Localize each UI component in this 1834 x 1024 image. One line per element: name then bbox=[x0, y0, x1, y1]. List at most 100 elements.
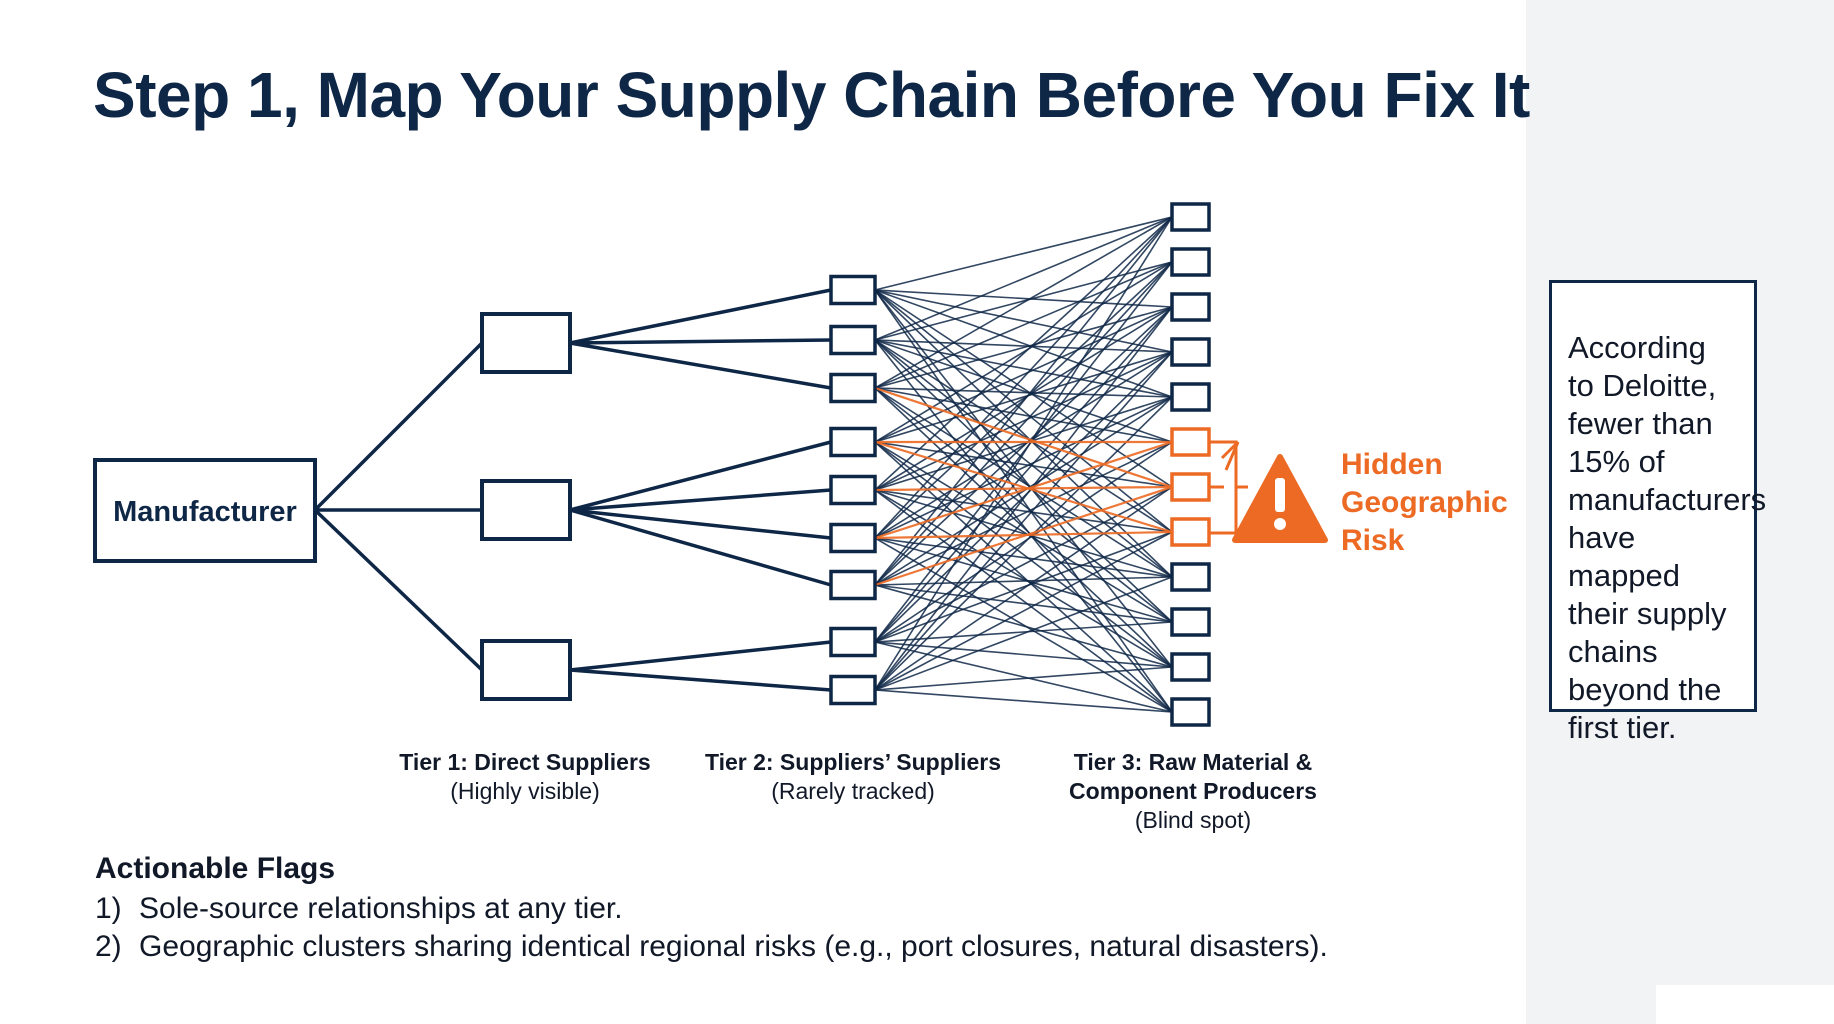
edge-tier2-tier3 bbox=[874, 261, 1173, 389]
edge-tier1-tier2 bbox=[569, 488, 832, 512]
edge-tier2-tier3 bbox=[874, 351, 1173, 643]
tier3-node bbox=[1170, 202, 1211, 232]
slide-title: Step 1, Map Your Supply Chain Before You… bbox=[93, 59, 1530, 131]
edge-tier2-tier3 bbox=[874, 441, 1173, 586]
edge-tier2-tier3 bbox=[874, 387, 1173, 398]
tier3-node-risk bbox=[1170, 472, 1211, 502]
edge-tier1-tier2 bbox=[569, 508, 832, 587]
risk-bracket bbox=[1208, 440, 1248, 535]
edge-tier2-tier3 bbox=[874, 216, 1173, 389]
edge-manufacturer-tier1 bbox=[313, 341, 484, 512]
edge-tier2-tier3 bbox=[874, 289, 1173, 488]
edge-tier2-tier3 bbox=[874, 261, 1173, 443]
edge-tier2-tier3 bbox=[874, 621, 1173, 643]
risk-label-line-3: Risk bbox=[1341, 524, 1405, 557]
risk-label-line-2: Geographic bbox=[1341, 486, 1508, 519]
edge-tier2-tier3 bbox=[874, 351, 1173, 491]
edge-tier2-tier3 bbox=[874, 339, 1173, 578]
tier3-node bbox=[1170, 337, 1211, 367]
tier3-node bbox=[1170, 247, 1211, 277]
edge-tier2-tier3 bbox=[874, 339, 1173, 398]
edge-tier1-tier2 bbox=[569, 668, 832, 692]
edge-tier2-tier3 bbox=[874, 306, 1173, 443]
flags-title: Actionable Flags bbox=[95, 852, 336, 885]
edge-tier1-tier2 bbox=[569, 508, 832, 540]
tier1-node bbox=[480, 479, 572, 541]
edge-tier2-tier3 bbox=[874, 489, 1173, 578]
tier-2-subtitle: (Rarely tracked) bbox=[771, 778, 935, 804]
edge-tier2-tier3 bbox=[874, 396, 1173, 539]
tier2-node bbox=[829, 674, 877, 706]
edge-tier2-tier3 bbox=[874, 441, 1173, 713]
edge-tier2-tier3 bbox=[874, 289, 1173, 353]
edge-tier2-tier3 bbox=[874, 216, 1173, 491]
tier-1-label: Tier 1: Direct Suppliers (Highly visible… bbox=[385, 748, 665, 806]
tier-2-title: Tier 2: Suppliers’ Suppliers bbox=[704, 749, 1002, 775]
tier3-node bbox=[1170, 652, 1211, 682]
edge-tier2-tier3 bbox=[874, 289, 1173, 533]
edge-tier1-tier2 bbox=[569, 288, 832, 345]
manufacturer-label: Manufacturer bbox=[113, 496, 297, 528]
edge-tier2-tier3 bbox=[874, 351, 1173, 443]
flag-item: 2) Geographic clusters sharing identical… bbox=[95, 928, 1328, 966]
edge-tier1-tier2 bbox=[569, 338, 832, 345]
edge-tier2-tier3-risk bbox=[874, 440, 1173, 540]
edge-tier2-tier3 bbox=[874, 489, 1173, 713]
tier-3-label: Tier 3: Raw Material & Component Produce… bbox=[1048, 748, 1338, 835]
edges-orange bbox=[874, 386, 1173, 587]
edges-navy bbox=[313, 216, 1173, 713]
edge-tier2-tier3 bbox=[874, 339, 1173, 533]
edge-tier2-tier3 bbox=[874, 441, 1173, 488]
tier-3-title-line-2: Component Producers bbox=[1069, 778, 1317, 804]
manufacturer-node bbox=[93, 458, 317, 563]
tier-1-title: Tier 1: Direct Suppliers bbox=[399, 749, 651, 775]
edge-tier2-tier3-risk bbox=[874, 386, 1173, 489]
edge-tier2-tier3 bbox=[874, 216, 1173, 539]
edge-tier2-tier3 bbox=[874, 584, 1173, 623]
edge-tier2-tier3 bbox=[874, 531, 1173, 643]
edge-tier2-tier3 bbox=[874, 339, 1173, 623]
flag-text: Sole-source relationships at any tier. bbox=[139, 892, 623, 925]
edge-tier2-tier3 bbox=[874, 216, 1173, 586]
edge-tier2-tier3 bbox=[874, 537, 1173, 623]
edge-tier2-tier3 bbox=[874, 351, 1173, 691]
edge-tier2-tier3 bbox=[874, 641, 1173, 713]
edge-tier2-tier3 bbox=[874, 641, 1173, 668]
tier-2-label: Tier 2: Suppliers’ Suppliers (Rarely tra… bbox=[693, 748, 1013, 806]
nodes bbox=[480, 202, 1211, 727]
edge-tier2-tier3 bbox=[874, 576, 1173, 691]
tier-3-subtitle: (Blind spot) bbox=[1134, 807, 1252, 833]
tier3-node bbox=[1170, 607, 1211, 637]
edge-tier2-tier3 bbox=[874, 666, 1173, 691]
edge-tier2-tier3 bbox=[874, 489, 1173, 533]
tier3-node bbox=[1170, 382, 1211, 412]
tier2-node bbox=[829, 569, 877, 601]
edge-tier2-tier3 bbox=[874, 576, 1173, 586]
edge-tier2-tier3 bbox=[874, 289, 1173, 668]
deloitte-callout: According to Deloitte, fewer than 15% of… bbox=[1549, 280, 1766, 745]
tier3-node bbox=[1170, 292, 1211, 322]
edge-tier2-tier3 bbox=[874, 486, 1173, 643]
tier3-node bbox=[1170, 697, 1211, 727]
flag-item: 1) Sole-source relationships at any tier… bbox=[95, 890, 1328, 928]
edge-tier2-tier3 bbox=[874, 396, 1173, 491]
edge-tier2-tier3 bbox=[874, 216, 1173, 291]
tier-3-title-line-1: Tier 3: Raw Material & bbox=[1073, 749, 1313, 775]
edge-tier2-tier3 bbox=[874, 216, 1173, 691]
flag-text: Geographic clusters sharing identical re… bbox=[139, 930, 1328, 963]
edge-tier2-tier3 bbox=[874, 289, 1173, 578]
tier2-node bbox=[829, 324, 877, 356]
edge-tier2-tier3 bbox=[874, 289, 1173, 308]
edge-tier2-tier3-risk bbox=[874, 440, 1173, 534]
edge-tier1-tier2 bbox=[569, 341, 832, 390]
flag-number: 1) bbox=[95, 892, 122, 925]
edge-tier2-tier3 bbox=[874, 339, 1173, 713]
risk-label-line-1: Hidden bbox=[1341, 448, 1443, 481]
edge-tier2-tier3 bbox=[874, 689, 1173, 713]
tier-1-subtitle: (Highly visible) bbox=[450, 778, 600, 804]
callout-text: According to Deloitte, fewer than 15% of… bbox=[1568, 330, 1767, 745]
actionable-flags: Actionable Flags 1) Sole-source relation… bbox=[95, 852, 1328, 966]
edge-tier2-tier3 bbox=[874, 306, 1173, 691]
edge-tier2-tier3 bbox=[874, 489, 1173, 668]
edge-tier2-tier3 bbox=[874, 339, 1173, 353]
